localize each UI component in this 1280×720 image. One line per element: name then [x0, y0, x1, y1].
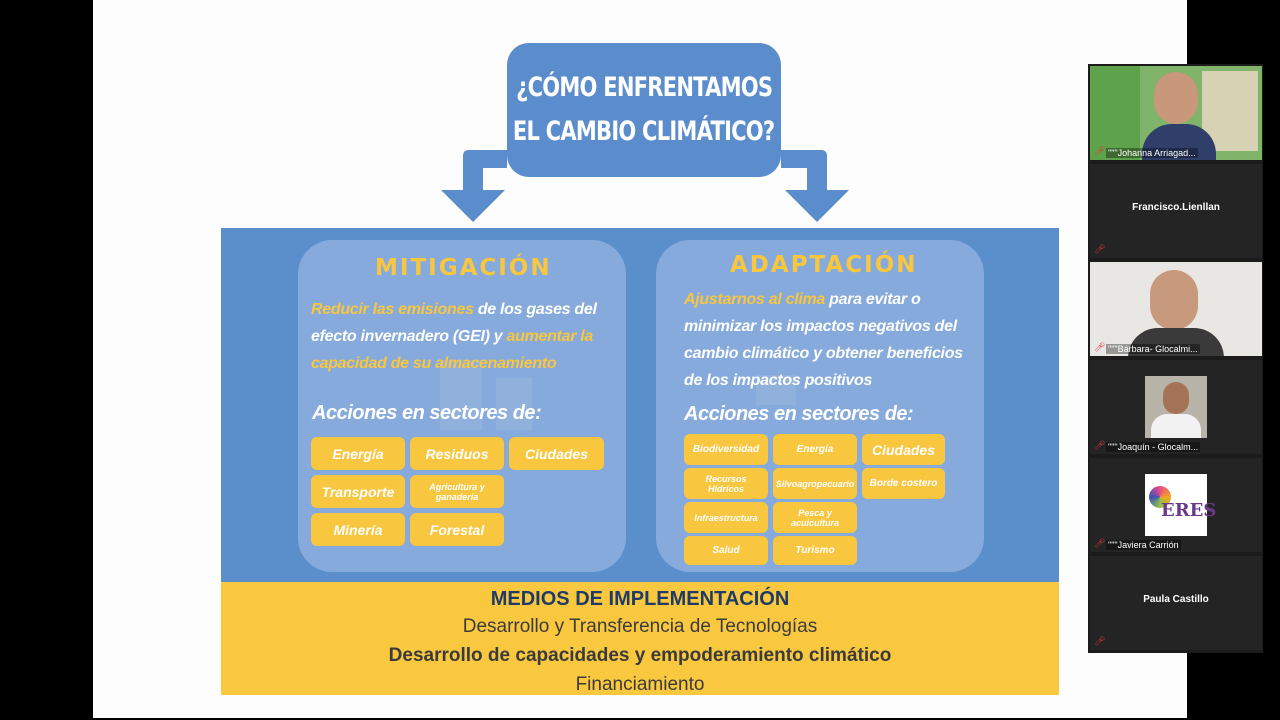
eres-logo: ERES [1145, 474, 1216, 536]
sector-tag: Energía [773, 434, 857, 465]
sector-tag: Residuos [410, 437, 504, 470]
sector-tag: Transporte [311, 475, 405, 508]
implementation-line-1: Desarrollo y Transferencia de Tecnología… [462, 616, 818, 637]
sector-tag: Ciudades [862, 434, 945, 465]
participant-tile[interactable]: 🎤︎ """Bárbara- Glocalmi... [1090, 262, 1262, 356]
participant-tile[interactable]: 🎤︎ """Johanna Arriagad... [1090, 66, 1262, 160]
sector-tag: Ciudades [509, 437, 604, 470]
participant-name: """Joaquín - Glocalm... [1106, 442, 1201, 452]
implementation-line-3: Financiamiento [575, 674, 705, 695]
right-arrow [781, 150, 849, 222]
person-body [1128, 328, 1224, 356]
factory-graphic-2 [496, 378, 532, 430]
sector-tag: Salud [684, 536, 768, 565]
participant-tile[interactable]: ERES 🎤︎ """Javiera Carrión [1090, 458, 1262, 552]
mitigation-title: MITIGACIÓN [375, 255, 552, 281]
implementation-heading: MEDIOS DE IMPLEMENTACIÓN [490, 588, 790, 610]
branch-arrows [441, 150, 849, 222]
participant-name: """Bárbara- Glocalmi... [1106, 344, 1200, 354]
factory-graphic [440, 360, 482, 430]
person-face [1154, 72, 1198, 124]
participants-panel [1088, 64, 1263, 653]
sector-tag: Agricultura y ganadería [410, 475, 504, 508]
mitigation-description: Reducir las emisiones de los gases del e… [311, 296, 611, 377]
sector-tag: Pesca y acuicultura [773, 502, 857, 533]
adaptation-actions-label: Acciones en sectores de: [684, 403, 914, 425]
mic-muted-icon: 🎤︎ [1094, 440, 1106, 450]
mitigation-actions-label: Acciones en sectores de: [312, 402, 542, 424]
adaptation-description: Ajustarnos al clima para evitar o minimi… [684, 286, 974, 394]
participant-photo [1145, 376, 1207, 438]
adaptation-highlight-1: Ajustarnos al clima [684, 291, 826, 308]
video-background [1090, 66, 1140, 160]
mic-muted-icon: 🎤︎ [1094, 538, 1106, 548]
mitigation-text: de los gases del efecto invernadero (GEI… [311, 301, 597, 345]
left-arrow [441, 150, 507, 222]
adaptation-title: ADAPTACIÓN [730, 252, 918, 278]
mic-muted-icon: 🎤︎ [1094, 342, 1106, 352]
slide-title-box: ¿CÓMO ENFRENTAMOS EL CAMBIO CLIMÁTICO? [507, 43, 781, 177]
mic-muted-icon: 🎤︎ [1094, 636, 1106, 646]
mitigation-highlight-1: Reducir las emisiones [311, 301, 474, 318]
participant-name: Paula Castillo [1143, 594, 1209, 605]
sector-tag: Infraestructura [684, 502, 768, 533]
mic-muted-icon: 🎤︎ [1094, 244, 1106, 254]
mitigation-highlight-2: aumentar la capacidad de su almacenamien… [311, 328, 594, 372]
adaptation-text: para evitar o minimizar los impactos neg… [684, 291, 963, 389]
sector-tag: Silvoagropecuario [773, 468, 857, 499]
participant-tile[interactable]: 🎤︎ """Joaquín - Glocalm... [1090, 360, 1262, 454]
participant-tile[interactable]: Francisco.Lienllan 🎤︎ [1090, 164, 1262, 258]
logo-flower-icon [1149, 486, 1171, 508]
person-face [1150, 270, 1198, 330]
sector-tag: Turismo [773, 536, 857, 565]
person-body [1142, 124, 1216, 160]
title-line-1: ¿CÓMO ENFRENTAMOS [515, 72, 773, 103]
participant-name: Francisco.Lienllan [1132, 202, 1220, 213]
logo-text: ERES [1161, 500, 1217, 521]
person-body [1151, 414, 1201, 438]
implementation-line-2: Desarrollo de capacidades y empoderamien… [388, 645, 892, 666]
sector-tag: Minería [311, 513, 405, 546]
house-graphic [756, 375, 796, 405]
participant-name: """Johanna Arriagad... [1106, 148, 1198, 158]
title-line-2: EL CAMBIO CLIMÁTICO? [513, 116, 775, 147]
sector-tag: Biodiversidad [684, 434, 768, 465]
person-face [1163, 382, 1189, 414]
sector-tag: Forestal [410, 513, 504, 546]
participant-tile[interactable]: Paula Castillo 🎤︎ [1090, 556, 1262, 650]
participant-name: """Javiera Carrión [1106, 540, 1181, 550]
sector-tag: Energía [311, 437, 405, 470]
sector-tag: Borde costero [862, 468, 945, 499]
mic-muted-icon: 🎤︎ [1094, 146, 1106, 156]
sector-tag: Recursos Hídricos [684, 468, 768, 499]
shared-slide: ¿CÓMO ENFRENTAMOS EL CAMBIO CLIMÁTICO? M… [93, 0, 1187, 718]
implementation-band: MEDIOS DE IMPLEMENTACIÓN Desarrollo y Tr… [221, 582, 1059, 695]
